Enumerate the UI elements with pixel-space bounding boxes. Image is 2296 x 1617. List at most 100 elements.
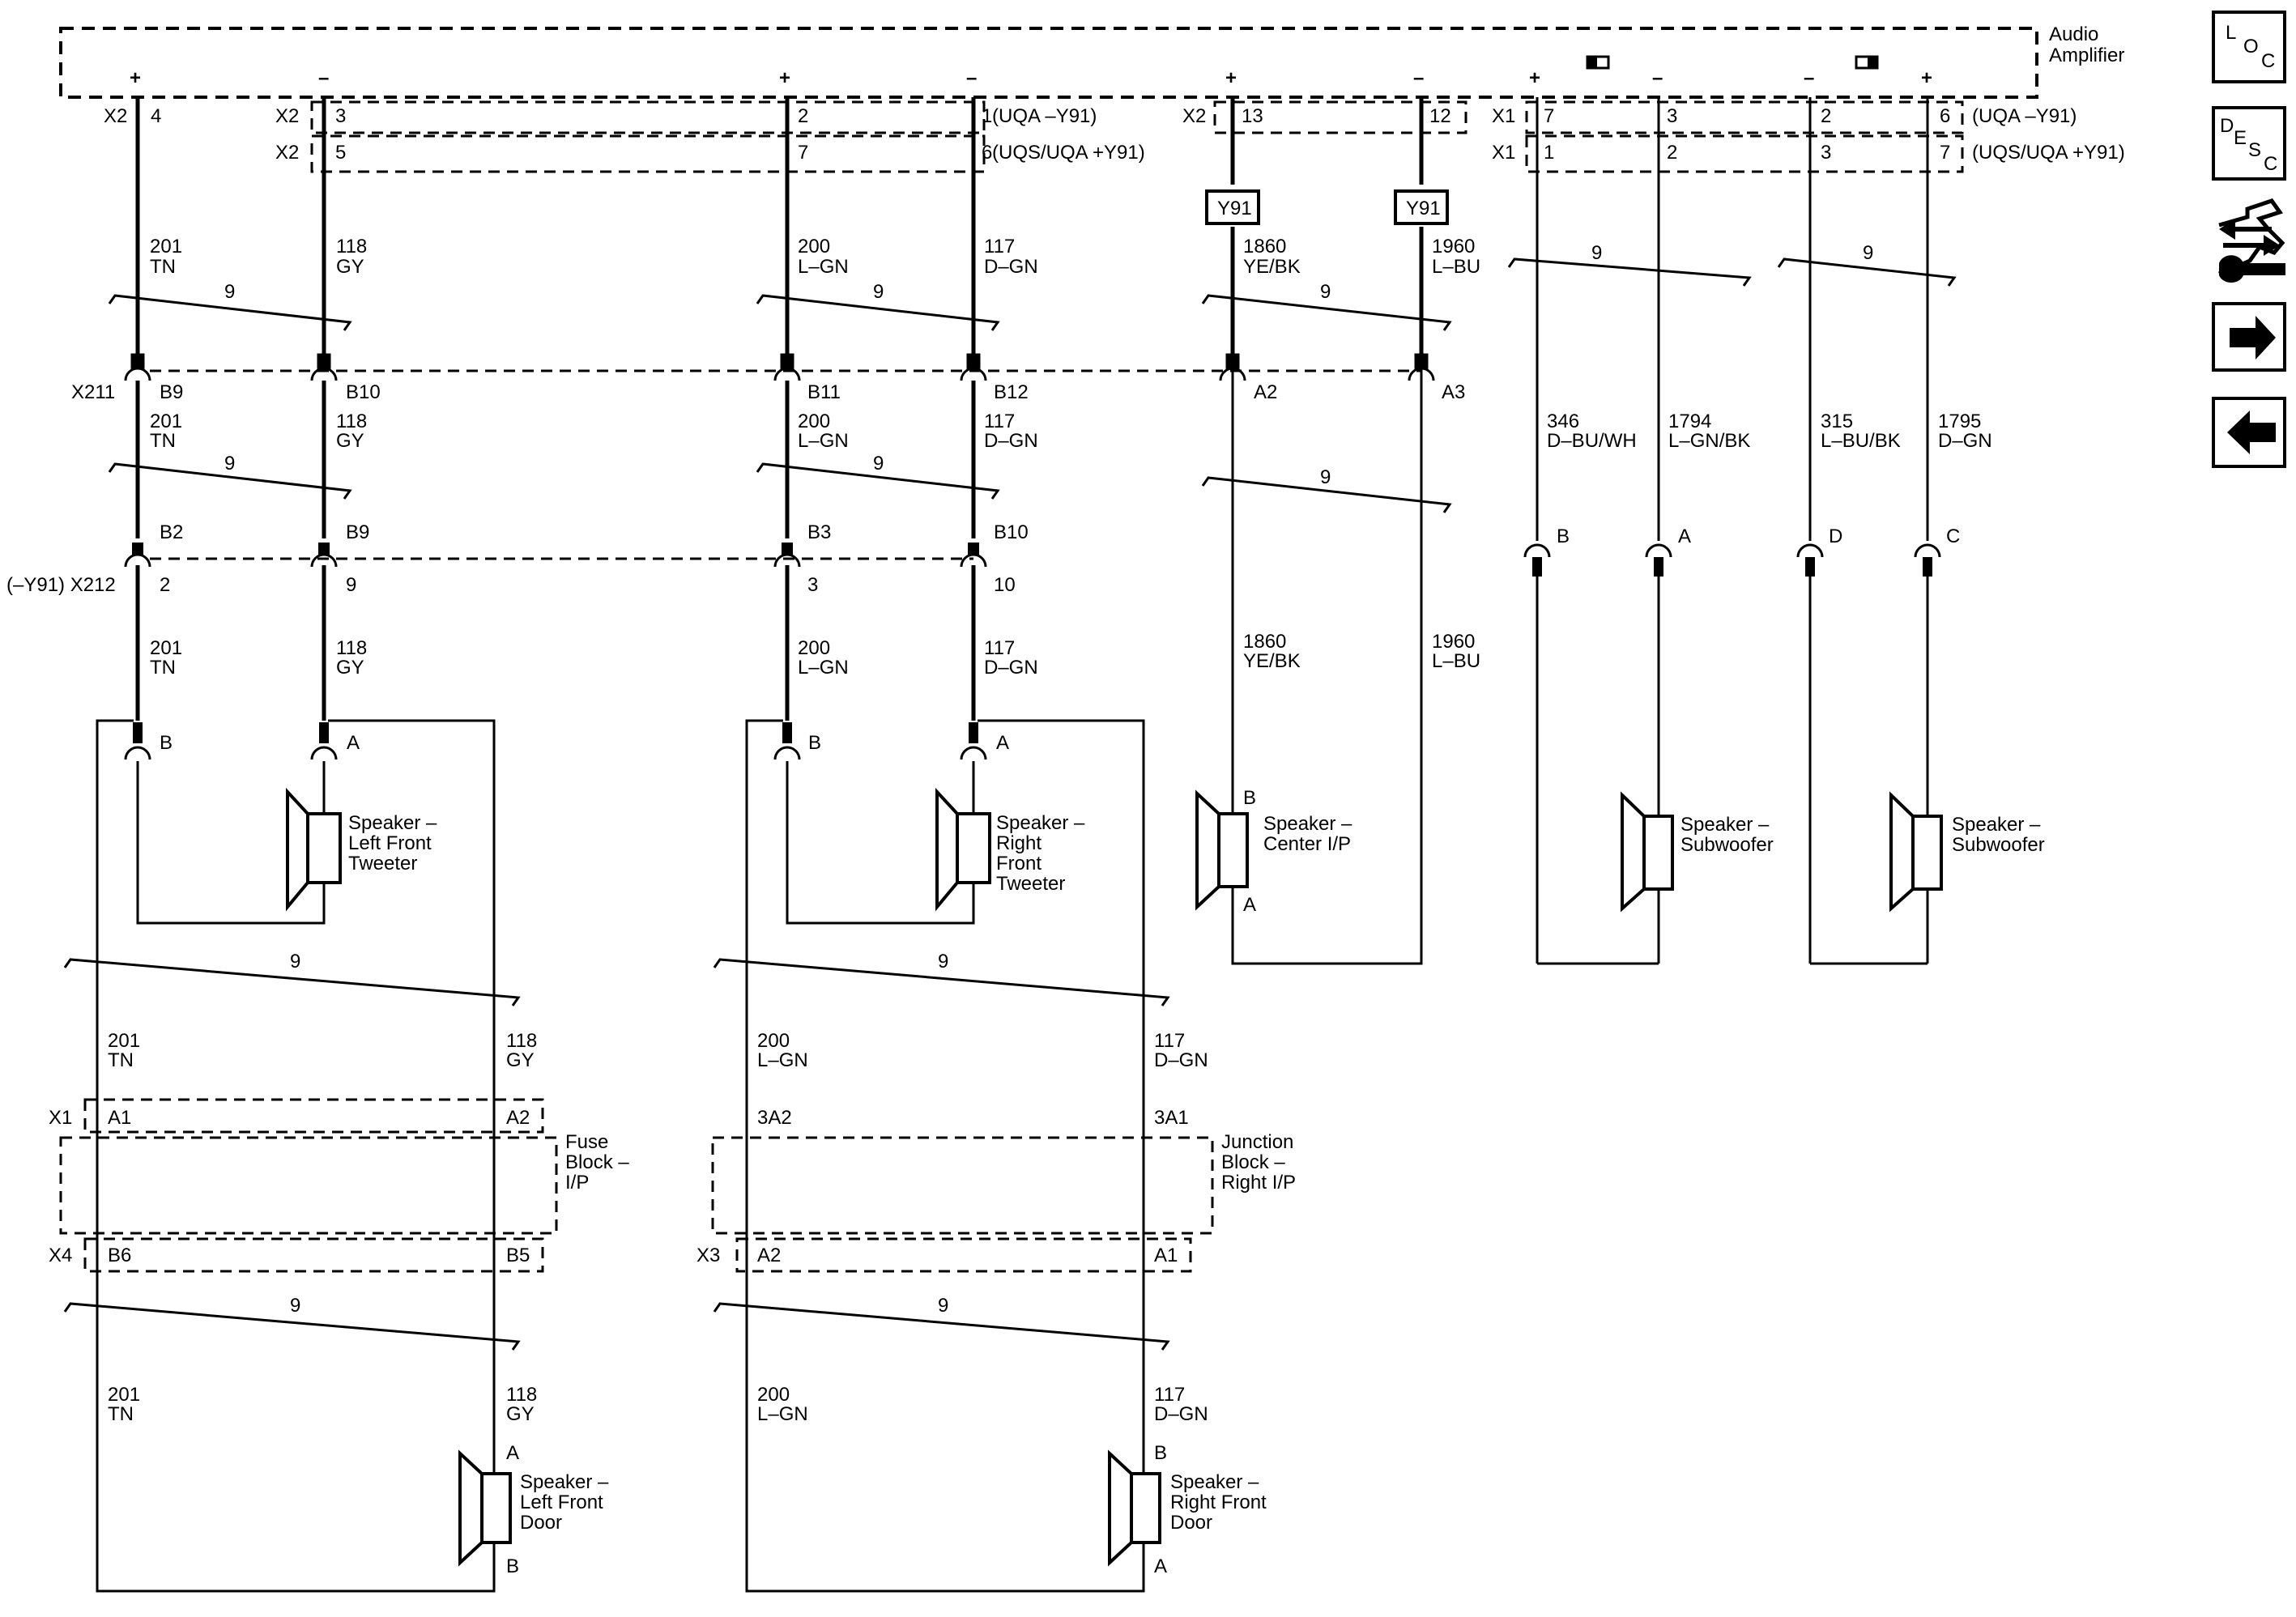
svg-text:A1: A1	[108, 1107, 131, 1129]
svg-text:201: 201	[150, 236, 182, 257]
svg-text:Door: Door	[1170, 1512, 1212, 1534]
svg-text:L–BU: L–BU	[1432, 650, 1480, 672]
svg-text:L–GN/BK: L–GN/BK	[1668, 430, 1750, 452]
svg-text:9: 9	[290, 1295, 300, 1317]
location-button[interactable]: L O C	[2212, 11, 2286, 83]
svg-text:X3: X3	[696, 1245, 720, 1266]
svg-text:Block –: Block –	[565, 1151, 629, 1173]
inline-connector-x212: B2 B9 B3 B10 (–Y91) X212 2 9 3 10	[6, 521, 1029, 596]
speaker-icon	[1621, 791, 1674, 913]
svg-text:Subwoofer: Subwoofer	[1680, 834, 1774, 856]
svg-text:1960: 1960	[1432, 236, 1475, 257]
svg-text:9: 9	[1320, 466, 1331, 488]
svg-text:346: 346	[1547, 411, 1579, 432]
svg-text:1795: 1795	[1938, 411, 1981, 432]
svg-text:201: 201	[108, 1030, 140, 1052]
svg-text:Junction: Junction	[1221, 1131, 1293, 1153]
svg-text:Fuse: Fuse	[565, 1131, 608, 1153]
svg-text:L–GN: L–GN	[757, 1403, 808, 1425]
svg-text:L–BU: L–BU	[1432, 256, 1480, 278]
svg-text:A: A	[1154, 1555, 1167, 1577]
svg-text:200: 200	[798, 411, 830, 432]
svg-text:D: D	[2220, 115, 2234, 137]
pin-label: 4	[151, 105, 161, 127]
svg-text:9: 9	[938, 1295, 948, 1317]
twisted-pair-markers: 9 9 9 9 9 9 9 9 9 9 9 9	[63, 242, 1957, 1351]
svg-text:A2: A2	[757, 1245, 781, 1266]
pin-label: 12	[1429, 105, 1451, 127]
svg-text:L–GN: L–GN	[757, 1049, 808, 1071]
svg-text:9: 9	[1591, 242, 1602, 264]
svg-text:118: 118	[506, 1384, 537, 1406]
svg-text:X1: X1	[49, 1107, 72, 1129]
svg-text:117: 117	[984, 411, 1015, 432]
svg-text:TN: TN	[150, 256, 176, 278]
pin-label: 1	[982, 105, 992, 127]
polarity-sign: –	[1804, 67, 1814, 89]
svg-text:D–GN: D–GN	[984, 256, 1038, 278]
svg-text:B: B	[506, 1555, 519, 1577]
svg-text:A: A	[1243, 894, 1256, 916]
svg-text:Tweeter: Tweeter	[996, 873, 1065, 895]
svg-text:Speaker –: Speaker –	[520, 1471, 609, 1493]
option-tag-y91: Y91	[1205, 189, 1260, 225]
svg-text:GY: GY	[336, 430, 364, 452]
svg-text:E: E	[2234, 127, 2247, 149]
svg-text:D–GN: D–GN	[1938, 430, 1992, 452]
bridge-symbol-icon	[1855, 55, 1879, 70]
svg-text:GY: GY	[506, 1049, 535, 1071]
next-page-button[interactable]	[2212, 302, 2286, 372]
svg-text:9: 9	[346, 574, 356, 596]
svg-text:B9: B9	[160, 381, 183, 403]
svg-text:Speaker –: Speaker –	[1263, 813, 1352, 835]
svg-text:D–GN: D–GN	[984, 430, 1038, 452]
connector-label: X2	[104, 105, 127, 127]
svg-text:Speaker –: Speaker –	[348, 812, 437, 834]
svg-text:B3: B3	[807, 521, 831, 543]
previous-page-button[interactable]	[2212, 397, 2286, 468]
svg-text:Tweeter: Tweeter	[348, 853, 417, 874]
svg-text:B: B	[160, 732, 173, 754]
svg-text:200: 200	[757, 1030, 790, 1052]
svg-text:117: 117	[984, 236, 1015, 257]
polarity-sign: +	[1225, 67, 1237, 89]
svg-text:L–BU/BK: L–BU/BK	[1821, 430, 1901, 452]
svg-text:I/P: I/P	[565, 1172, 589, 1194]
amplifier-title-line1: Audio	[2049, 23, 2098, 45]
svg-text:3: 3	[807, 574, 818, 596]
svg-text:A2: A2	[1254, 381, 1277, 403]
polarity-sign: +	[1921, 67, 1932, 89]
svg-text:TN: TN	[150, 430, 176, 452]
option-tag-y91: Y91	[1394, 189, 1449, 225]
option-label: (UQS/UQA +Y91)	[992, 142, 1145, 164]
pin-label: 3	[1667, 105, 1677, 127]
svg-text:117: 117	[984, 637, 1015, 659]
svg-text:B6: B6	[108, 1245, 131, 1266]
svg-text:Subwoofer: Subwoofer	[1952, 834, 2045, 856]
svg-text:B10: B10	[346, 381, 381, 403]
speaker-icon	[1108, 1449, 1161, 1567]
speaker-icon	[458, 1449, 512, 1567]
polarity-sign: +	[130, 67, 141, 89]
pin-label: 13	[1242, 105, 1263, 127]
svg-text:L–GN: L–GN	[798, 430, 849, 452]
polarity-sign: –	[318, 67, 329, 89]
svg-text:GY: GY	[336, 256, 364, 278]
svg-text:1860: 1860	[1243, 236, 1286, 257]
svg-text:Right I/P: Right I/P	[1221, 1172, 1296, 1194]
svg-text:(–Y91) X212: (–Y91) X212	[6, 574, 116, 596]
svg-text:B: B	[1154, 1442, 1167, 1464]
svg-text:Block –: Block –	[1221, 1151, 1285, 1173]
svg-text:B5: B5	[506, 1245, 530, 1266]
connector-view-icon[interactable]	[2218, 198, 2285, 283]
svg-text:3A2: 3A2	[757, 1107, 792, 1129]
svg-text:YE/BK: YE/BK	[1243, 256, 1301, 278]
svg-text:YE/BK: YE/BK	[1243, 650, 1301, 672]
description-button[interactable]: D E S C	[2212, 106, 2286, 181]
svg-text:X4: X4	[49, 1245, 72, 1266]
polarity-sign: –	[1652, 67, 1663, 89]
